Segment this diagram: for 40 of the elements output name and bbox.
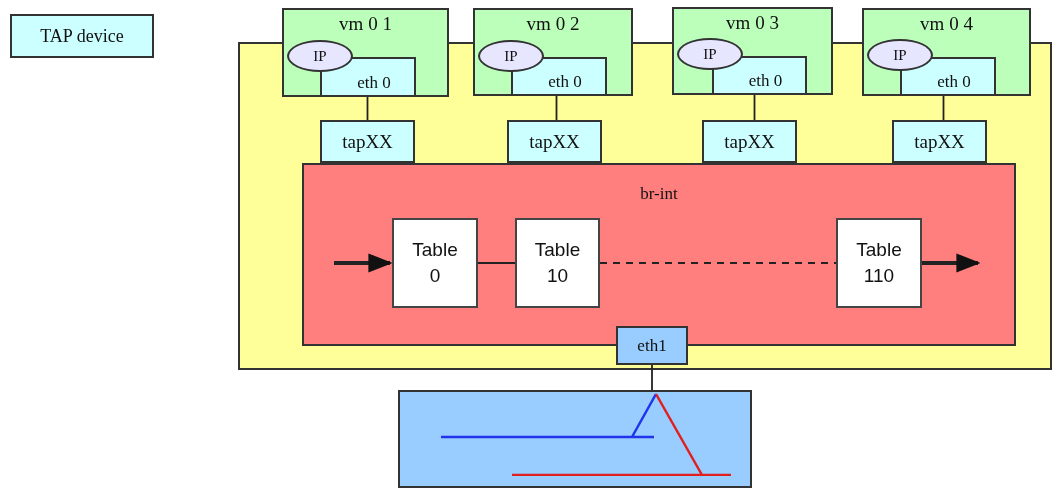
bridge-label: br-int: [640, 185, 678, 202]
connector-line: [366, 96, 369, 121]
interface-label: eth 0: [548, 73, 582, 90]
table-label: Table 110: [855, 238, 903, 288]
tap-label: tapXX: [342, 132, 393, 151]
arrow: [334, 253, 393, 273]
port-box: [616, 326, 688, 365]
arrow: [922, 253, 981, 273]
table-box: [836, 218, 922, 308]
vm-label: vm 0 3: [726, 13, 779, 32]
port-label: eth1: [637, 337, 667, 354]
tap-label: tapXX: [914, 132, 965, 151]
table-box: [515, 218, 600, 308]
connector-line: [599, 262, 837, 264]
ip-label: IP: [893, 47, 907, 63]
tap-label: tapXX: [724, 132, 775, 151]
connector-line: [477, 262, 516, 264]
ip-label: IP: [313, 48, 327, 64]
tap-label: tapXX: [529, 132, 580, 151]
interface-label: eth 0: [748, 72, 783, 89]
interface-label: eth 0: [937, 73, 971, 90]
table-label: Table 10: [533, 238, 582, 288]
legend-text: TAP device: [40, 24, 124, 48]
tap-box: [507, 120, 602, 163]
connector-line: [555, 95, 558, 121]
ip-label: IP: [504, 48, 518, 64]
interface-label: eth 0: [357, 74, 391, 91]
network-box: [398, 390, 752, 488]
connector-line: [942, 95, 945, 121]
connector-line: [651, 364, 653, 391]
tap-box: [320, 120, 415, 163]
ip-label: IP: [703, 46, 717, 62]
vm-label: vm 0 2: [526, 14, 580, 33]
connector-line: [753, 94, 756, 121]
table-box: [392, 218, 478, 308]
vm-label: vm 0 1: [339, 14, 392, 33]
tap-box: [702, 120, 797, 163]
vm-label: vm 0 4: [920, 14, 973, 33]
table-label: Table 0: [411, 238, 459, 288]
tap-box: [892, 120, 987, 163]
